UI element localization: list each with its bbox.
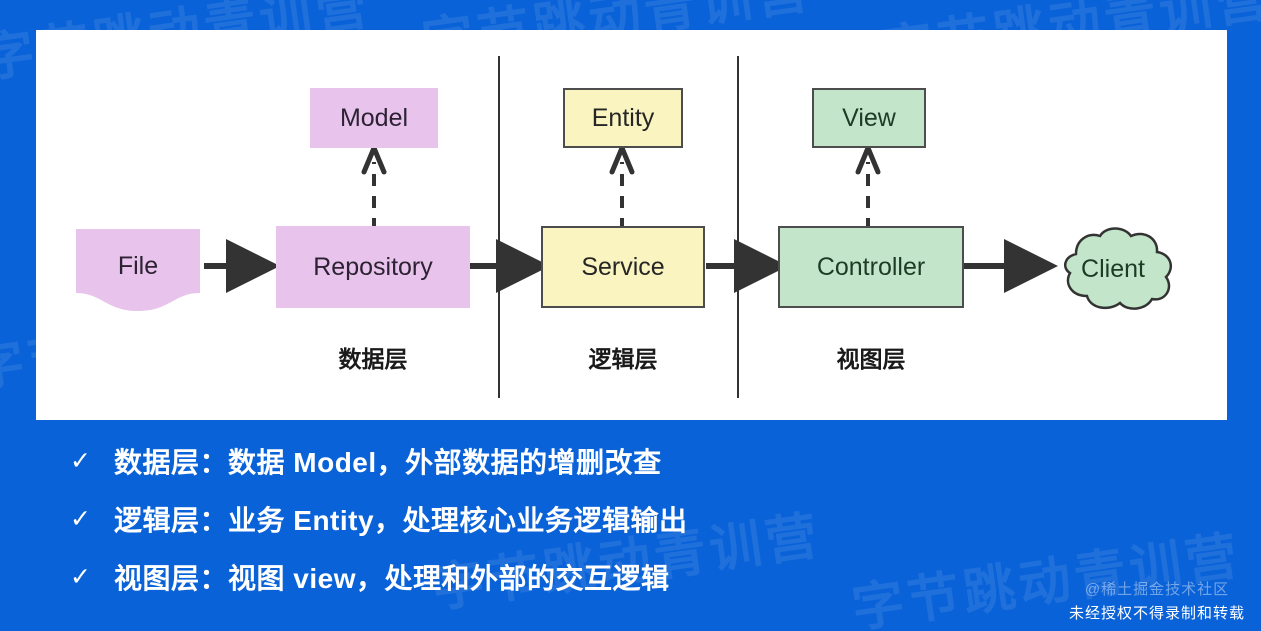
diagram-node-client[interactable]: Client	[1046, 224, 1180, 314]
diagram-node-controller[interactable]: Controller	[778, 226, 964, 308]
document-shape-icon	[76, 229, 200, 311]
diagram-node-entity-label: Entity	[591, 103, 655, 132]
diagram-node-view-label: View	[842, 103, 896, 132]
corner-watermark: @稀土掘金技术社区 未经授权不得录制和转载	[1069, 578, 1245, 623]
cloud-shape-icon	[1063, 227, 1173, 310]
layer-divider-logic-view	[737, 56, 739, 398]
list-item-label: 逻辑层：业务 Entity，处理核心业务逻辑输出	[114, 505, 688, 536]
layer-description-list: ✓ 数据层：数据 Model，外部数据的增删改查 ✓ 逻辑层：业务 Entity…	[70, 432, 1020, 606]
layer-caption-data-text: 数据层	[338, 346, 408, 372]
diagram-node-model[interactable]: Model	[310, 88, 438, 148]
diagram-node-entity[interactable]: Entity	[563, 88, 683, 148]
diagram-node-client-label: Client	[1081, 254, 1145, 283]
list-item-label: 视图层：视图 view，处理和外部的交互逻辑	[114, 563, 670, 594]
diagram-connectors	[204, 145, 1058, 293]
list-item-label: 数据层：数据 Model，外部数据的增删改查	[114, 447, 662, 478]
layer-divider-data-logic	[498, 56, 500, 398]
layer-caption-data: 数据层	[276, 340, 470, 374]
diagram-node-repository[interactable]: Repository	[276, 226, 470, 308]
arrowhead-view	[855, 145, 881, 175]
layer-caption-view-text: 视图层	[836, 346, 906, 372]
arrowhead-entity	[609, 145, 635, 175]
check-icon: ✓	[70, 446, 91, 475]
check-icon: ✓	[70, 504, 91, 533]
check-icon: ✓	[70, 562, 91, 591]
diagram-node-file[interactable]: File	[74, 227, 202, 317]
watermark-notice: 未经授权不得录制和转载	[1068, 605, 1245, 622]
layer-caption-view: 视图层	[778, 340, 964, 374]
architecture-diagram-panel: File Model Repository Entity Service Vie…	[36, 30, 1227, 420]
watermark-handle: @稀土掘金技术社区	[1084, 581, 1230, 598]
layer-caption-logic: 逻辑层	[541, 340, 705, 374]
arrowhead-model	[361, 145, 387, 175]
diagram-node-service[interactable]: Service	[541, 226, 705, 308]
diagram-node-model-label: Model	[339, 103, 409, 132]
diagram-node-repository-label: Repository	[313, 252, 433, 281]
list-item: ✓ 数据层：数据 Model，外部数据的增删改查	[70, 432, 1020, 490]
diagram-node-service-label: Service	[581, 252, 665, 281]
layer-caption-logic-text: 逻辑层	[588, 346, 658, 372]
list-item: ✓ 逻辑层：业务 Entity，处理核心业务逻辑输出	[70, 490, 1020, 548]
list-item: ✓ 视图层：视图 view，处理和外部的交互逻辑	[70, 548, 1020, 606]
diagram-node-controller-label: Controller	[816, 252, 926, 281]
diagram-node-file-label: File	[117, 251, 159, 280]
diagram-node-view[interactable]: View	[812, 88, 926, 148]
